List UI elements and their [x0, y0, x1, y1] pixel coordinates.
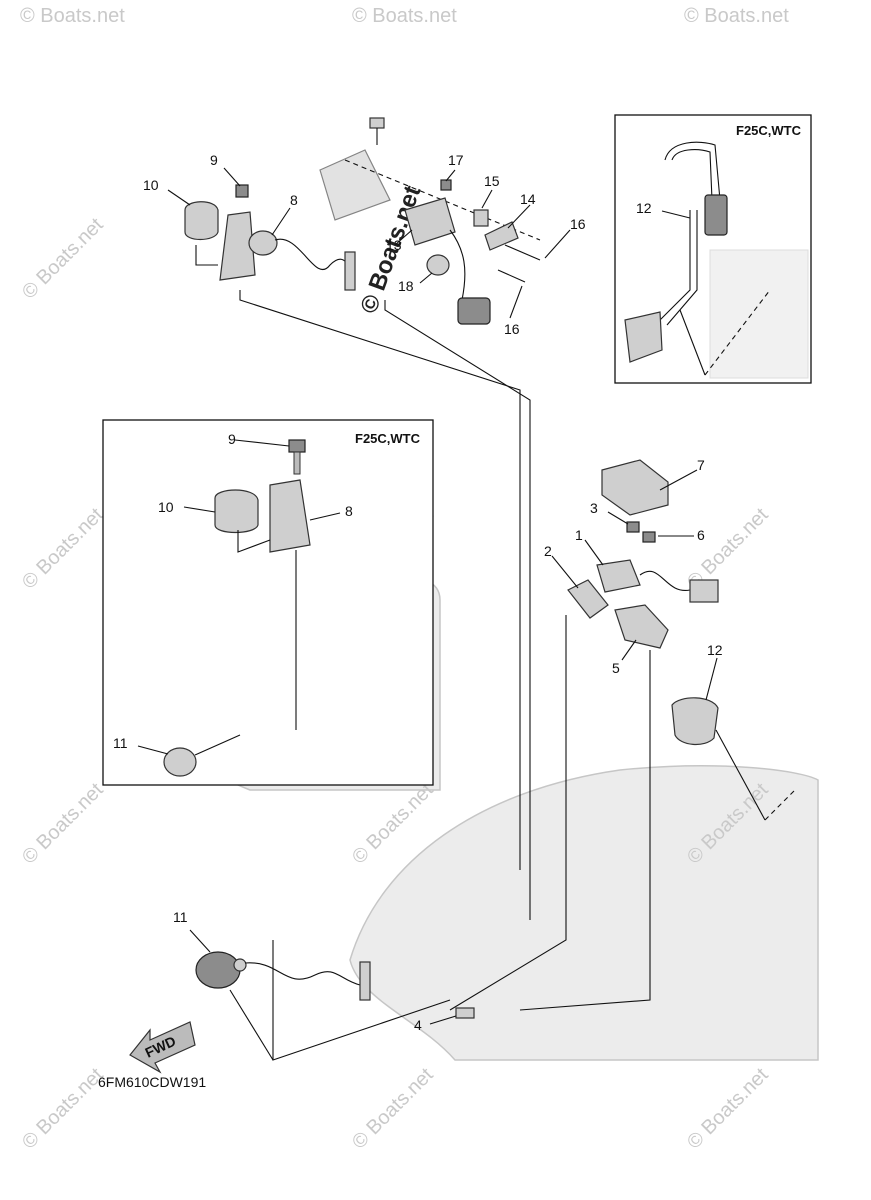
part-label-11: 11	[113, 735, 128, 751]
assembly-bottom-left: 11	[173, 909, 451, 1061]
part-label-9: 9	[210, 152, 218, 168]
part-label-3: 3	[590, 500, 598, 516]
watermark: © Boats.net	[348, 1064, 438, 1154]
assembly-right-middle: 7 3 6 1 2 5 12 4	[414, 457, 796, 1033]
inset-box-label: F25C,WTC	[355, 431, 421, 446]
watermark: © Boats.net	[683, 1064, 773, 1154]
part-label-12: 12	[707, 642, 723, 658]
watermark: © Boats.net	[352, 5, 457, 27]
part-label-17: 17	[448, 152, 464, 168]
part-label-16: 16	[570, 216, 586, 232]
part-label-16: 16	[504, 321, 520, 337]
part-label-14: 14	[520, 191, 536, 207]
part-label-2: 2	[544, 543, 552, 559]
part-label-5: 5	[612, 660, 620, 676]
fwd-arrow: FWD	[129, 1021, 196, 1074]
part-label-9: 9	[228, 431, 236, 447]
part-label-11: 11	[173, 909, 188, 925]
watermark: © Boats.net	[684, 5, 789, 27]
part-label-8: 8	[290, 192, 298, 208]
watermark: © Boats.net	[18, 1064, 108, 1154]
part-label-4: 4	[414, 1017, 422, 1033]
inset-box-left: F25C,WTC 9 10 8 11	[102, 419, 434, 786]
inset-box-label: F25C,WTC	[736, 123, 802, 138]
part-label-10: 10	[143, 177, 159, 193]
diagram-code: 6FM610CDW191	[98, 1074, 206, 1090]
watermark: © Boats.net	[18, 504, 108, 594]
watermark: © Boats.net	[18, 214, 108, 304]
assembly-top-center: 17 15 14 16 16 13 18	[319, 117, 586, 920]
watermark: © Boats.net	[18, 779, 108, 869]
assembly-top-left: 10 9 8	[143, 152, 521, 870]
part-label-8: 8	[345, 503, 353, 519]
part-label-1: 1	[575, 527, 583, 543]
part-label-10: 10	[158, 499, 174, 515]
part-label-6: 6	[697, 527, 705, 543]
part-label-18: 18	[398, 278, 414, 294]
part-label-13: 13	[386, 237, 402, 253]
part-label-7: 7	[697, 457, 705, 473]
part-label-12: 12	[636, 200, 652, 216]
part-label-15: 15	[484, 173, 500, 189]
inset-box-top-right: F25C,WTC 12	[614, 114, 812, 384]
watermark: © Boats.net	[20, 5, 125, 27]
